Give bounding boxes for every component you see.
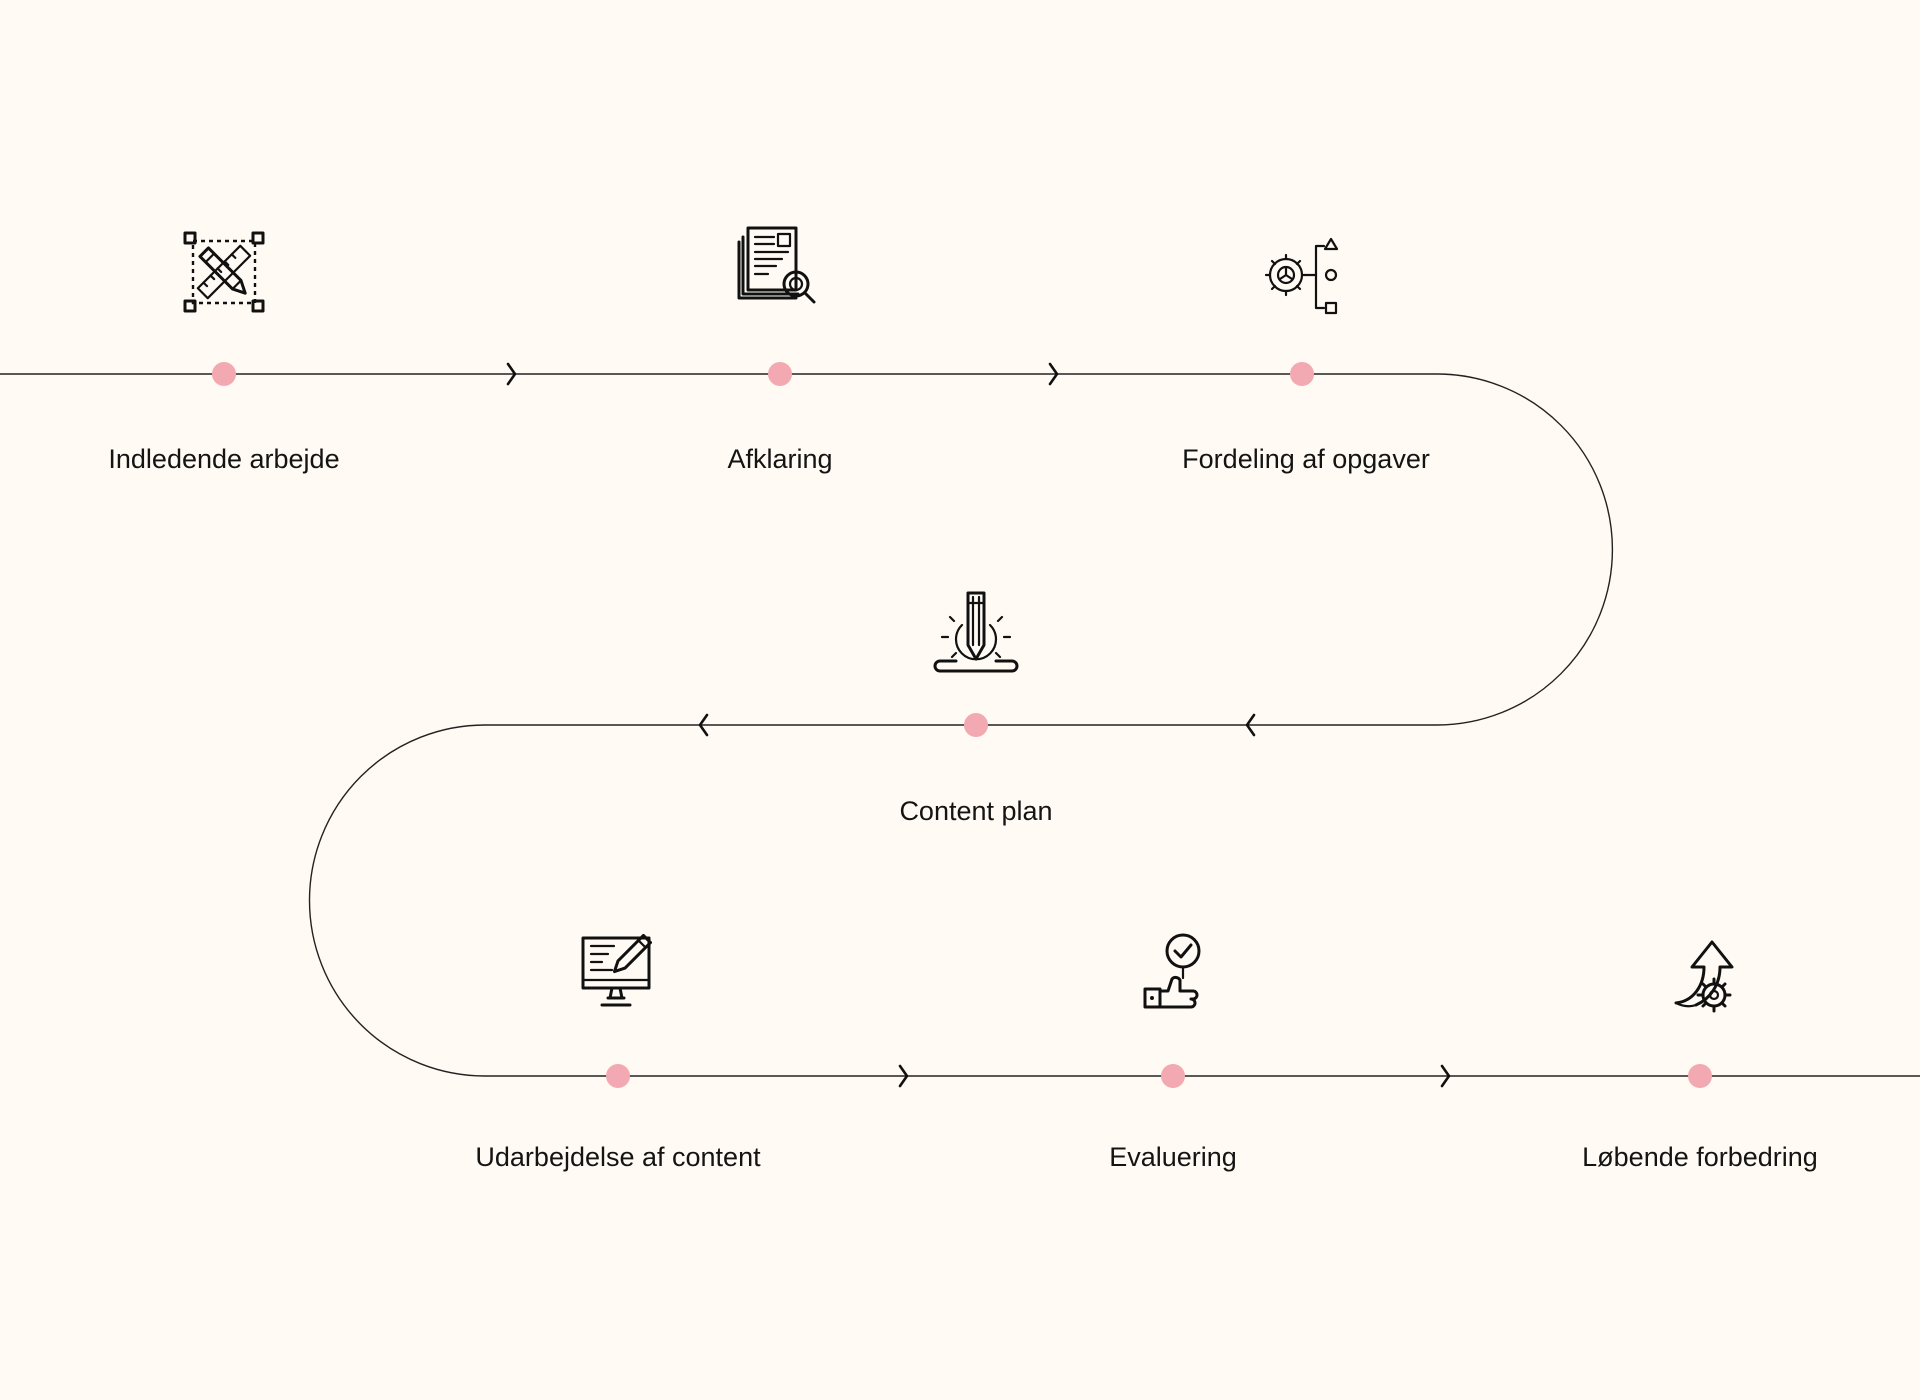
step-markers	[212, 362, 1712, 1088]
step-dot	[1688, 1064, 1712, 1088]
step-label: Udarbejdelse af content	[475, 1142, 761, 1172]
step-dot	[1290, 362, 1314, 386]
gear-workflow-icon	[1264, 237, 1339, 315]
chevron-right-icon	[1048, 362, 1059, 386]
chevron-left-icon	[1245, 713, 1256, 737]
computer-editing-icon	[581, 933, 653, 1007]
step-dot	[768, 362, 792, 386]
step-label: Evaluering	[1109, 1142, 1237, 1172]
direction-arrows	[506, 362, 1451, 1088]
step-label: Content plan	[899, 796, 1052, 826]
step-label: Indledende arbejde	[108, 444, 339, 474]
pen-gear-icon	[933, 591, 1019, 673]
timeline-path	[0, 373, 1920, 1077]
step-label: Afklaring	[727, 444, 832, 474]
step-labels: Indledende arbejde Afklaring Fordeling a…	[108, 444, 1817, 1172]
growth-arrow-gear-icon	[1674, 940, 1734, 1013]
step-dot	[212, 362, 236, 386]
step-label: Fordeling af opgaver	[1182, 444, 1430, 474]
chevron-left-icon	[698, 713, 709, 737]
step-dot	[606, 1064, 630, 1088]
step-label: Løbende forbedring	[1582, 1142, 1818, 1172]
thumbs-up-check-icon	[1143, 933, 1201, 1009]
design-tools-icon	[183, 231, 265, 313]
chevron-right-icon	[1440, 1064, 1451, 1088]
chevron-right-icon	[898, 1064, 909, 1088]
step-dot	[1161, 1064, 1185, 1088]
document-search-icon	[737, 226, 816, 304]
step-dot	[964, 713, 988, 737]
chevron-right-icon	[506, 362, 517, 386]
